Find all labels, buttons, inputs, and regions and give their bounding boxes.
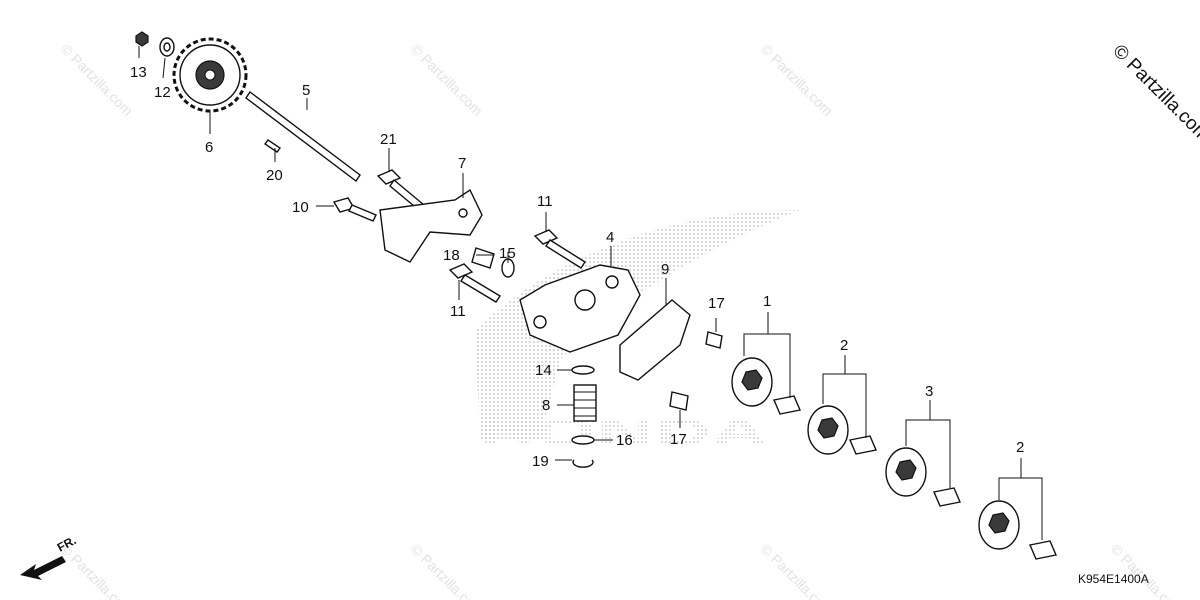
watermark: © Partzilla.com: [408, 41, 486, 119]
callout-15: 15: [499, 245, 516, 262]
part-1-rotor-set: [731, 357, 801, 415]
diagram-code: K954E1400A: [1078, 572, 1149, 586]
callout-17-lower: 17: [670, 431, 687, 448]
watermark: © Partzilla.com: [408, 541, 486, 600]
part-13-nut: [135, 31, 149, 47]
part-5-shaft: [245, 90, 361, 183]
part-16-washer: [571, 435, 595, 445]
front-arrow-icon: [20, 556, 66, 580]
part-10-bolt: [332, 197, 377, 222]
callout-2-first: 2: [840, 337, 848, 354]
callout-8: 8: [542, 397, 550, 414]
part-2-rotor-set-a: [807, 405, 877, 455]
part-9-gasket: [619, 299, 691, 381]
callout-10: 10: [292, 199, 309, 216]
part-4-pump-body: [519, 264, 641, 353]
part-19-circlip: [572, 459, 594, 468]
callout-3: 3: [925, 383, 933, 400]
part-11-bolt-lower: [448, 263, 501, 303]
callout-9: 9: [661, 261, 669, 278]
copyright-mark: © Partzilla.com: [1108, 41, 1200, 146]
honda-wordmark: HONDA: [478, 412, 768, 454]
callout-5: 5: [302, 82, 310, 99]
watermark: © Partzilla.com: [1108, 541, 1186, 600]
part-6-sprocket: [172, 37, 248, 113]
callout-20: 20: [266, 167, 283, 184]
callout-2-second: 2: [1016, 439, 1024, 456]
part-14-o-ring: [571, 365, 595, 375]
part-20-pin: [263, 139, 282, 153]
leader-lines: [138, 46, 1043, 540]
part-3-rotor-set: [885, 447, 961, 507]
callout-13: 13: [130, 64, 147, 81]
callout-19: 19: [532, 453, 549, 470]
callout-11-upper: 11: [537, 193, 553, 210]
callout-14: 14: [535, 362, 552, 379]
callout-21: 21: [380, 131, 397, 148]
part-12-washer: [159, 37, 175, 57]
callouts: 13 12 6 5 20 21 7 10 11 18 15 4 9 17 11 …: [130, 64, 1024, 470]
watermark: © Partzilla.com: [758, 41, 836, 119]
part-8-relief-valve: [573, 384, 597, 422]
part-7-bracket: [379, 188, 483, 263]
callout-6: 6: [205, 139, 213, 156]
watermark: © Partzilla.com: [758, 541, 836, 600]
callout-16: 16: [616, 432, 633, 449]
part-17-dowel-lower: [669, 391, 689, 411]
callout-11-lower: 11: [450, 303, 466, 320]
callout-12: 12: [154, 84, 171, 101]
watermark: © Partzilla.com: [58, 41, 136, 119]
part-17-dowel-upper: [705, 331, 723, 349]
callout-7: 7: [458, 155, 466, 172]
part-2-rotor-set-b: [978, 500, 1057, 560]
callout-4: 4: [606, 229, 614, 246]
callout-17-upper: 17: [708, 295, 725, 312]
part-11-bolt-upper: [533, 229, 586, 269]
callout-1: 1: [763, 293, 771, 310]
part-18-collar: [471, 247, 495, 269]
callout-18: 18: [443, 247, 460, 264]
